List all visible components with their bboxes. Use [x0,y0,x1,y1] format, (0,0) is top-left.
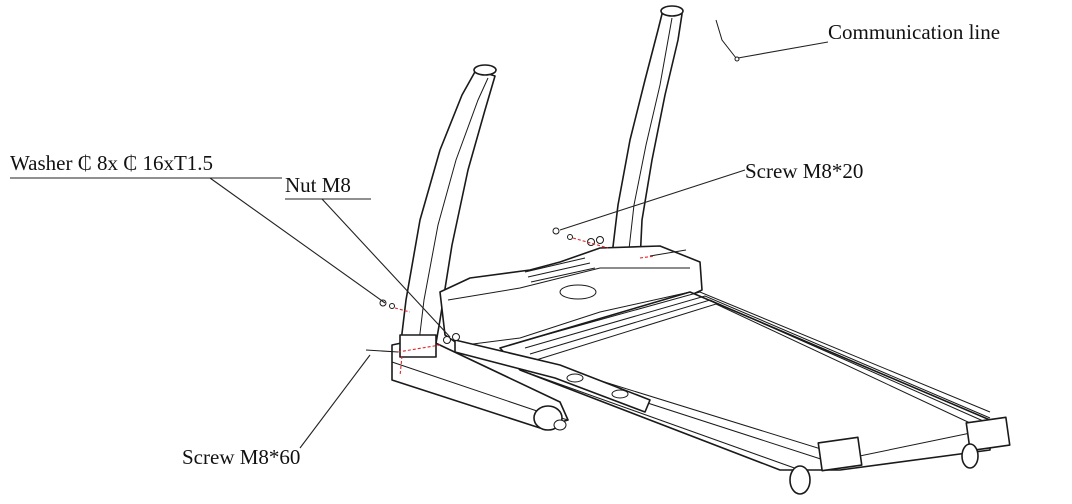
leader-screw-top [559,169,746,231]
leader-communication-line [737,41,829,59]
callout-nut: Nut M8 [285,173,371,200]
label-screw-bottom: Screw M8*60 [182,445,300,469]
leader-lines [209,41,829,449]
callout-screw-top: Screw M8*20 [745,159,863,183]
callout-washer: Washer ₵ 8x ₵ 16xT1.5 [10,151,282,179]
communication-cable [715,19,740,62]
leader-nut [321,198,451,338]
label-communication-line: Communication line [828,20,1000,44]
label-screw-top: Screw M8*20 [745,159,863,183]
motor-hood [439,245,703,353]
side-frame [454,339,651,413]
left-upright [399,64,497,358]
callout-screw-bottom: Screw M8*60 [182,445,300,469]
hardware-right [552,227,687,259]
hardware-left [365,299,460,377]
label-nut: Nut M8 [285,173,351,197]
label-washer: Washer ₵ 8x ₵ 16xT1.5 [10,151,213,175]
leader-washer [209,177,386,304]
console-grille [524,257,596,283]
right-upright [611,5,684,263]
running-deck [499,291,1011,495]
leader-screw-bottom [299,354,371,449]
callout-communication-line: Communication line [828,20,1000,44]
